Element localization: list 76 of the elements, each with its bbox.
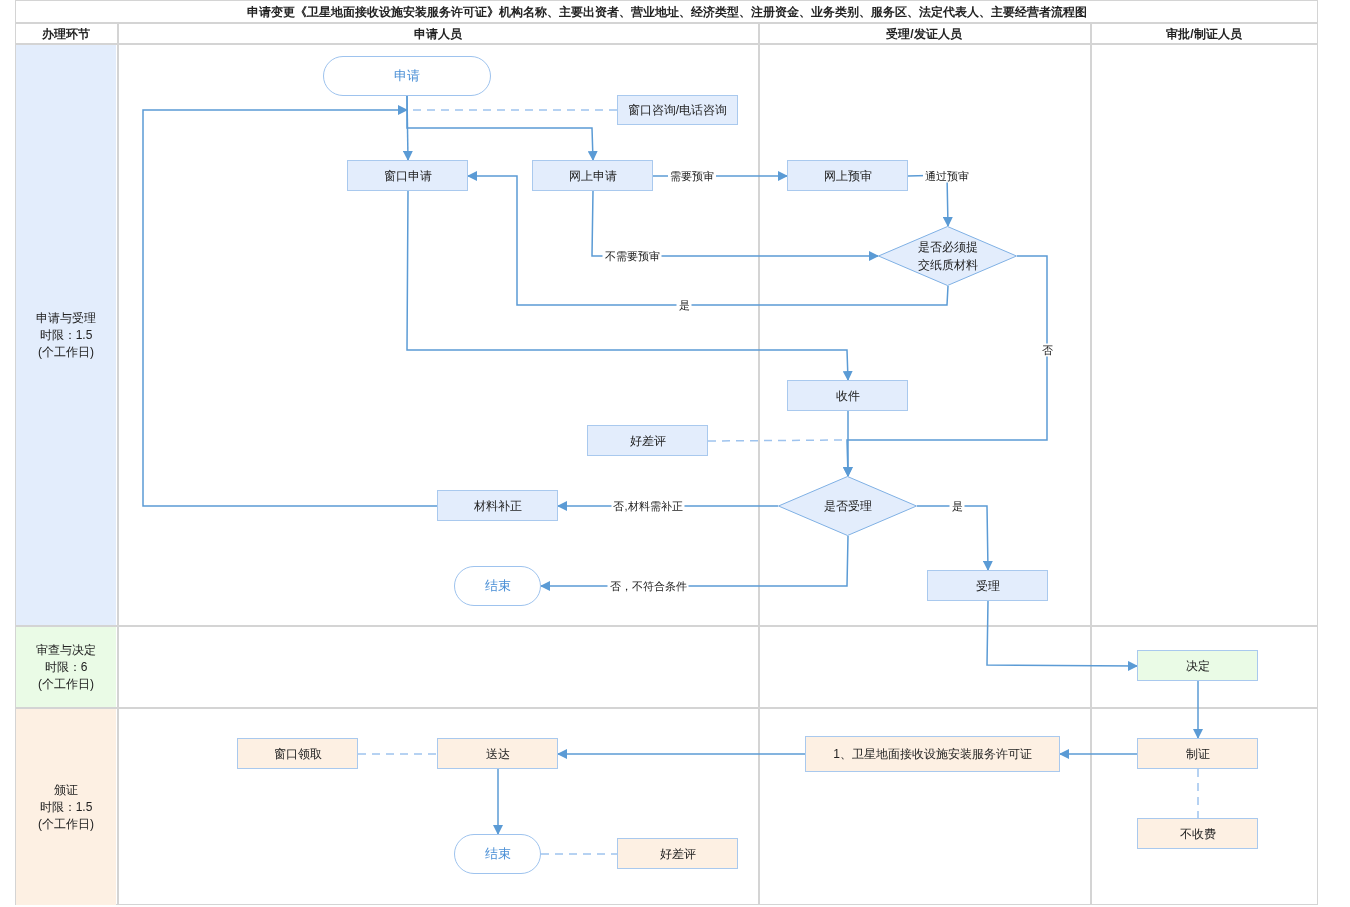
arrow	[1193, 680, 1203, 739]
process-box	[1137, 738, 1258, 769]
process-box	[587, 425, 708, 456]
phase-label: (个工作日)	[38, 815, 94, 833]
column-header: 审批/制证人员	[1165, 26, 1243, 43]
node-text: 不收费	[1179, 825, 1216, 843]
node-text: 收件	[835, 387, 860, 405]
phase-label: (个工作日)	[38, 675, 94, 693]
phase-label: (个工作日)	[38, 343, 94, 361]
dashed-connector	[540, 853, 618, 855]
node-text: 材料补正	[473, 497, 522, 515]
column-header: 受理/发证人员	[885, 26, 963, 43]
phase-label: 时限：6	[44, 658, 88, 676]
node-text: 送达	[485, 745, 510, 763]
arrow	[493, 768, 503, 835]
phase-label: 审查与决定	[36, 641, 96, 659]
arrow	[406, 95, 598, 161]
dashed-connector	[1197, 768, 1199, 819]
edge-label: 不需要预审	[602, 249, 662, 263]
phase-label: 申请与受理	[36, 309, 96, 327]
process-box	[787, 160, 908, 191]
process-box	[805, 736, 1060, 772]
node-text: 制证	[1185, 745, 1210, 763]
node-text: 窗口申请	[383, 167, 432, 185]
process-box	[787, 380, 908, 411]
process-box	[437, 738, 558, 769]
arrow	[916, 505, 993, 571]
node-text: 网上申请	[568, 167, 617, 185]
node-text: 受理	[975, 577, 1000, 595]
terminal-shape	[454, 566, 541, 606]
process-box	[617, 838, 738, 869]
node-text: 决定	[1185, 657, 1210, 675]
terminal-shape	[454, 834, 541, 874]
arrow	[406, 190, 853, 381]
process-box	[532, 160, 653, 191]
edge-label: 否，不符合条件	[607, 579, 689, 593]
edge-label: 通过预审	[923, 169, 971, 183]
edge-label: 否,材料需补正	[611, 499, 685, 513]
process-box	[1137, 650, 1258, 681]
decision-diamond	[778, 476, 917, 536]
node-text: 结束	[484, 577, 511, 596]
arrow	[986, 600, 1138, 671]
node-text: 好差评	[659, 845, 696, 863]
edge-label: 是	[949, 499, 965, 513]
process-box	[927, 570, 1048, 601]
arrow	[557, 749, 806, 759]
node-text: 申请	[394, 67, 420, 86]
edge-label: 否	[1039, 343, 1055, 357]
process-box	[617, 95, 738, 125]
arrow	[467, 171, 949, 306]
edge-label: 是	[676, 298, 692, 312]
node-text: 网上预审	[823, 167, 872, 185]
phase-label: 颁证	[54, 781, 78, 799]
process-box	[437, 490, 558, 521]
node-text: 好差评	[629, 432, 666, 450]
terminal-shape	[323, 56, 491, 96]
phase-label: 时限：1.5	[39, 326, 93, 344]
arrow	[142, 105, 438, 507]
arrow	[1059, 749, 1138, 759]
node-text: 是否受理	[823, 499, 872, 513]
arrow	[843, 410, 853, 477]
node-text: 结束	[484, 845, 511, 864]
column-header: 办理环节	[41, 26, 91, 43]
node-text: 1、卫星地面接收设施安装服务许可证	[833, 746, 1032, 763]
process-box	[347, 160, 468, 191]
dashed-connector	[357, 753, 438, 755]
decision-diamond	[878, 226, 1017, 286]
node-text: 是否必须提交纸质材料	[917, 240, 978, 272]
node-text: 窗口领取	[273, 745, 322, 763]
edge-label: 需要预审	[668, 169, 716, 183]
node-text: 窗口咨询/电话咨询	[627, 102, 728, 119]
diagram-title: 申请变更《卫星地面接收设施安装服务许可证》机构名称、主要出资者、营业地址、经济类型、注册资金、业务类别、服务区、法定代表人、主要经营者流程图	[245, 4, 1088, 21]
phase-label: 时限：1.5	[39, 798, 93, 816]
process-box	[1137, 818, 1258, 849]
process-box	[237, 738, 358, 769]
column-header: 申请人员	[412, 26, 463, 43]
